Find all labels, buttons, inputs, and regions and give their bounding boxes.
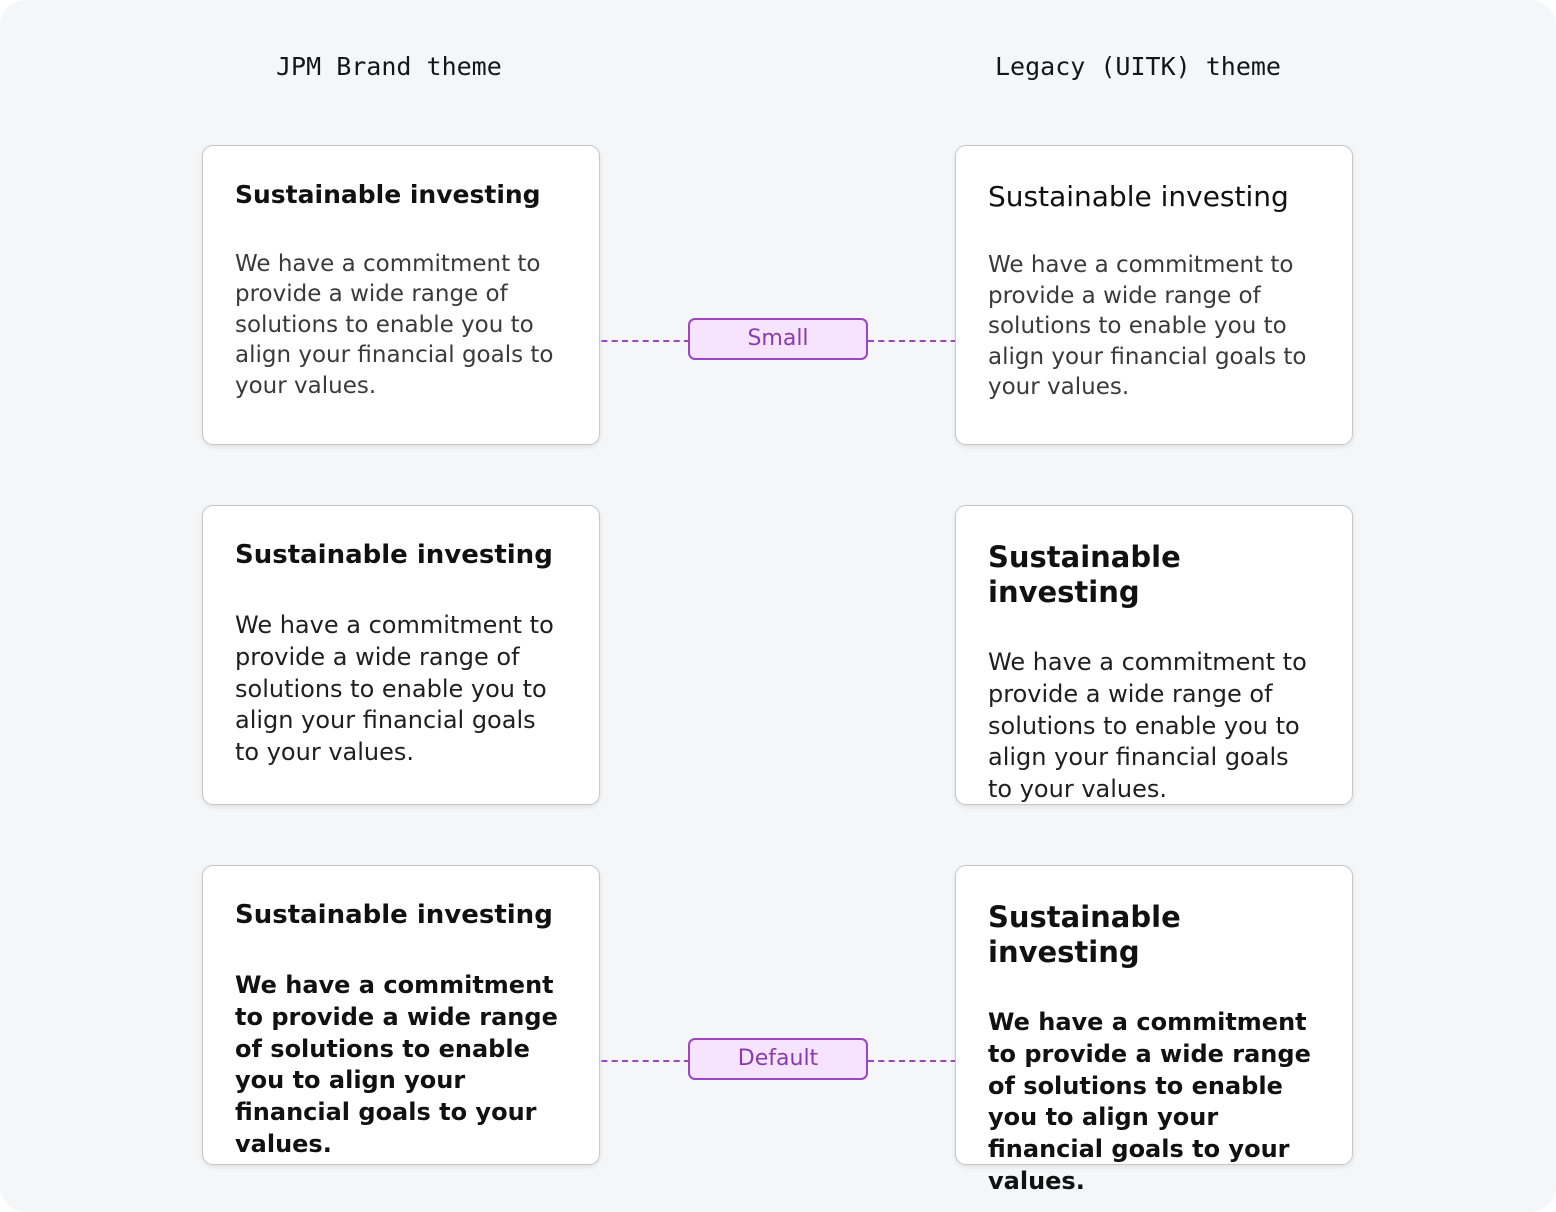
dashed-line-left xyxy=(560,1060,690,1062)
card-brand-default[interactable]: Sustainable investing We have a commitme… xyxy=(202,505,600,805)
column-header-brand: JPM Brand theme xyxy=(276,52,502,81)
card-legacy-strong[interactable]: Sustainable investing We have a commitme… xyxy=(955,865,1353,1195)
emphasis-badge-small[interactable]: Small xyxy=(688,318,868,360)
card-title: Sustainable investing xyxy=(235,540,553,570)
card-body: We have a commitment to provide a wide r… xyxy=(235,610,554,767)
emphasis-badge-default[interactable]: Default xyxy=(688,1038,868,1080)
card-body: We have a commitment to provide a wide r… xyxy=(235,250,554,399)
card-body: We have a commitment to provide a wide r… xyxy=(988,252,1307,401)
card-brand-strong[interactable]: Sustainable investing We have a commitme… xyxy=(202,865,600,1165)
dashed-line-left xyxy=(560,340,690,342)
card-title: Sustainable investing xyxy=(988,900,1181,970)
connector-default: Default xyxy=(560,1038,998,1080)
card-body: We have a commitment to provide a wide r… xyxy=(988,647,1307,804)
card-body: We have a commitment to provide a wide r… xyxy=(988,1007,1311,1196)
card-title: Sustainable investing xyxy=(988,180,1289,213)
connector-small: Small xyxy=(560,318,998,360)
card-body: We have a commitment to provide a wide r… xyxy=(235,970,558,1159)
column-header-legacy: Legacy (UITK) theme xyxy=(995,52,1281,81)
card-legacy-default[interactable]: Sustainable investing We have a commitme… xyxy=(955,505,1353,805)
card-brand-small[interactable]: Sustainable investing We have a commitme… xyxy=(202,145,600,445)
card-title: Sustainable investing xyxy=(235,900,553,930)
card-legacy-small[interactable]: Sustainable investing We have a commitme… xyxy=(955,145,1353,445)
card-title: Sustainable investing xyxy=(988,540,1181,610)
dashed-line-right xyxy=(868,340,998,342)
dashed-line-right xyxy=(868,1060,998,1062)
card-title: Sustainable investing xyxy=(235,180,541,209)
